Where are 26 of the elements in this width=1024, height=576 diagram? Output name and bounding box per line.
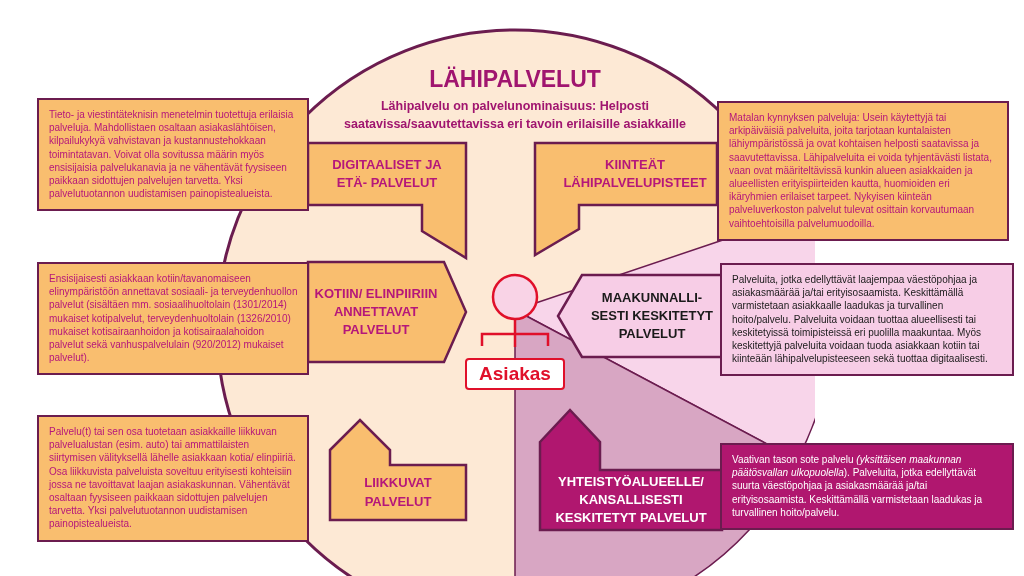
title-text: LÄHIPALVELUT [428,66,602,93]
description-text: Vaativan tason sote palvelu (yksittäisen maakunnan päätösvallan ulkopuolella). Palveluita, jotka edellyttävät suurta väestöpohjaa ja asiakasmäärää ja/tai erityisosaamista. Keskittämällä varmistetaan laadukas ja turvallinen hoito/palvelu. [732,453,984,519]
arrow-callout [535,143,717,255]
description-text: Matalan kynnyksen palveluja: Usein käytettyjä tai arkipäiväisiä palveluita, joita tarjotaan kuntalaisten lähiympäristössä ja ovat kohtaisen helposti saatavissa ja saavutettavissa. Lähipalveluita ei voida tyhjentävästi listata, vaan ovat määriteltävissä kunkin alueen asiakkaiden ja alueellisten erityispiirteiden kautta, huomioiden eri ikäryhmien erilaiset tarpeet. Nykyisen kiinteän palveluverkoston palvelut tulevat osittain korvautumaan vaihtoehtoisilla palvelumuodoilla. [729,111,993,230]
callout-label: MAAKUNNALLI-SESTI KESKITETYT PALVELUT [589,288,715,344]
arrow-callout [558,275,722,357]
arrow-callout [308,143,466,258]
arrow-callout [308,262,466,362]
callout-label: KIINTEÄT LÄHIPALVELUPISTEET [562,155,708,192]
callout-label: LIIKKUVAT PALVELUT [363,474,433,511]
callout-label: YHTEISTYÖALUEELLE/ KANSALLISESTI KESKITETYT PALVELUT [554,472,708,528]
description-text: Palvelu(t) tai sen osa tuotetaan asiakkaille liikkuvan palvelualustan (esim. auto) tai ammattilaisten siirtymisen välityksellä lähelle asiakkaan kotia/ elinpiiriä. Osa liikkuvista palveluista soveltuu erityisesti kohteisiin jossa ne tavoittavat laajan asiakaskunnan. Vähentävät osaltaan fyysiseen paikkaan sidottujen palvelujen tarvetta. Yksi palvelutuotannon uudistamisen painopistealueista. [49,425,297,531]
arrow-callout [540,408,722,530]
description-text: Ensisijaisesti asiakkaan kotiin/tavanomaiseen elinympäristöön annettavat sosiaali- ja terveydenhuollon palvelut (sisältäen mm. sosiaalihuoltolain (1301/2014) mukaiset kotipalvelut, terveydenhuoltolain (1326/2010) mukaiset kotisairaanhoidon ja kotisairaalahoidon palvelut sekä vanhuspalvelulain (920/2012) mukaiset palvelut). [49,272,299,365]
name-tag: Asiakas [465,358,565,390]
description-box [720,443,1014,530]
description-box [37,98,309,212]
description-box [717,101,1009,241]
description-text: Tieto- ja viestintäteknisin menetelmin tuotettuja erilaisia palveluja. Mahdollistaen osaltaan asiakaslähtöisen, kilpailukykyä vahvistavan ja kustannustehokkaan toimintatavan. Voivat olla sovitussa määrin myös ensisijaisia palvelukanavia ja ne vähentävät fyysiseen paikkaan sidottujen palvelujen tarvetta. Yksi palvelutuotannon uudistamisen painopistealueista. [49,108,295,201]
subtitle-text: Lähipalvelu on palvelunominaisuus: Helposti saatavissa/saavutettavissa eri tavoin erilaisille asiakkaille [343,98,687,133]
description-text: Palveluita, jotka edellyttävät laajempaa väestöpohjaa ja asiakasmäärää ja/tai erityisosaamista. Keskittämällä varmistetaan asiakkaalle laadukas ja turvallinen hoito/palvelu. Palveluita voidaan tuottaa alueellisesti tai keskitetyissä toimipisteissä eri puolilla maakuntaa. Myös keskitettyjä palveluita voidaan tuoda asiakkaan kotiin tai kiinteään lähipalvelupisteeseen sekä tuottaa digitaalisesti. [732,273,989,366]
arrow-callout [330,420,466,520]
callout-label: DIGITAALISET JA ETÄ- PALVELUT [331,155,443,192]
description-box [37,415,309,542]
description-box [37,262,309,376]
callout-label: KOTIIN/ ELINPIIRIIN ANNETTAVAT PALVELUT [313,284,439,340]
